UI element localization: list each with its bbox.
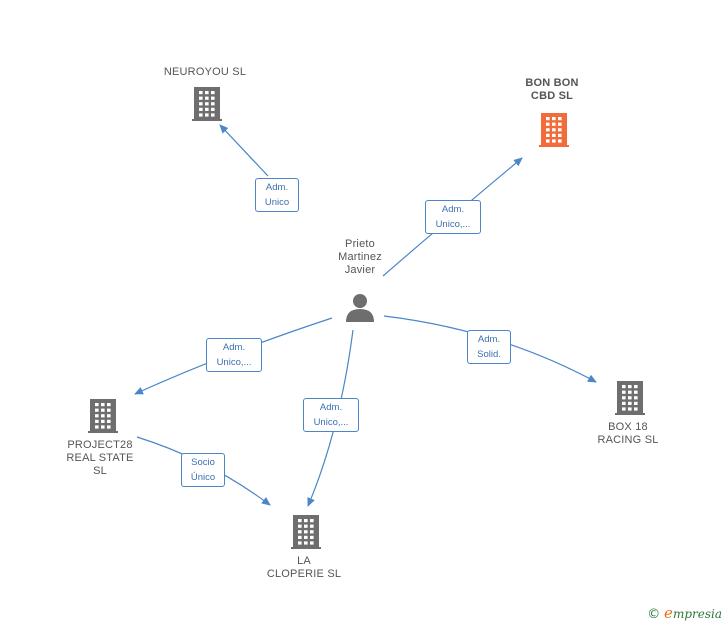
company-label-box18[interactable]: BOX 18 RACING SL <box>597 421 659 446</box>
center-person-label[interactable]: Prieto Martinez Javier <box>338 238 382 276</box>
copyright-symbol: © <box>647 607 661 622</box>
edge-label-lacloperie[interactable]: Adm. Unico,... <box>303 398 359 432</box>
edge-label-lacloperie[interactable]: Socio Único <box>181 453 225 487</box>
person-icon[interactable] <box>346 294 374 322</box>
building-icon-neuroyou[interactable] <box>192 87 222 121</box>
edge-label-box18[interactable]: Adm. Solid. <box>467 330 511 364</box>
watermark: © empresia <box>647 604 722 622</box>
company-label-neuroyou[interactable]: NEUROYOU SL <box>163 66 247 78</box>
brand-initial: e <box>664 604 673 622</box>
building-icon-bonbon[interactable] <box>539 113 569 147</box>
company-label-project28[interactable]: PROJECT28 REAL STATE SL <box>66 439 134 477</box>
edge-label-bonbon[interactable]: Adm. Unico,... <box>425 200 481 234</box>
brand-name: mpresia <box>672 607 722 621</box>
building-icon-box18[interactable] <box>615 381 645 415</box>
edge-label-project28[interactable]: Adm. Unico,... <box>206 338 262 372</box>
edge-center-neuroyou <box>219 124 269 177</box>
edge-label-neuroyou[interactable]: Adm. Unico <box>255 178 299 212</box>
building-icon-lacloperie[interactable] <box>291 515 321 549</box>
company-label-lacloperie[interactable]: LA CLOPERIE SL <box>266 555 342 580</box>
building-icon-project28[interactable] <box>88 399 118 433</box>
company-label-bonbon[interactable]: BON BON CBD SL <box>525 77 579 102</box>
